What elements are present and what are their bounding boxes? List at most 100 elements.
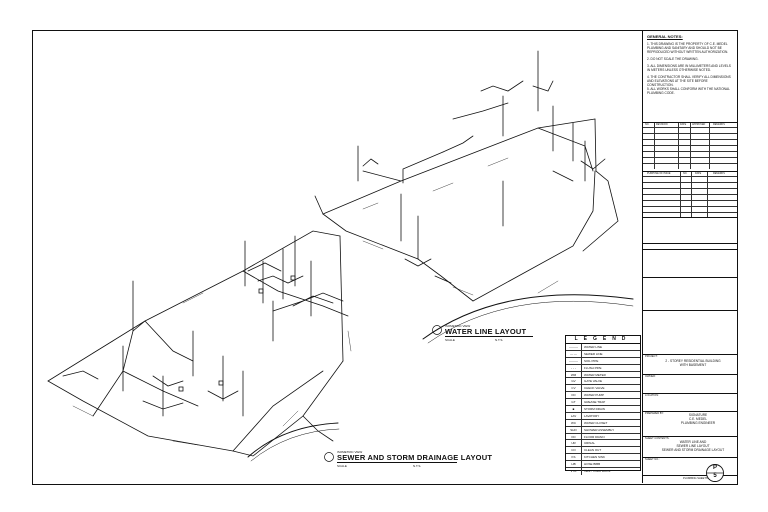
sheet-number: 5 <box>713 473 717 479</box>
legend-label: STORM DRAIN <box>584 407 605 412</box>
issuance-table: PURPOSE OF ISSUE NO. DATE REMARKS <box>643 172 737 217</box>
revision-table: NO. REVISION DATE APPROVED REMARKS <box>643 123 737 171</box>
sheet-contents-value-3: SEWER AND STORM DRAINAGE LAYOUT <box>661 448 725 452</box>
legend-label: WATER METER <box>584 372 606 377</box>
legend-label: WATER CLOSET <box>584 420 608 425</box>
general-notes-item: 5. ALL WORKS SHALL CONFORM WITH THE NATI… <box>647 87 731 95</box>
legend-symbol: FD <box>566 433 582 440</box>
legend-symbol: CV <box>566 385 582 392</box>
legend-symbol: ——— <box>566 344 582 350</box>
legend-symbol: FD <box>566 392 582 399</box>
prepared-by-title: PLUMBING ENGINEER <box>680 421 716 425</box>
water-layout-title: WATER LINE LAYOUT <box>445 327 527 336</box>
sheet-contents-value: WATER LINE AND <box>679 440 707 444</box>
general-notes-item: 4. THE CONTRACTOR SHALL VERIFY ALL DIMEN… <box>647 75 732 87</box>
sheet-number-bubble: P 5 <box>705 463 725 483</box>
sheet-contents-value-2: SEWER LINE LAYOUT <box>676 444 710 448</box>
legend-row: ■STORM DRAIN <box>566 406 640 413</box>
sewer-layout-title: SEWER AND STORM DRAINAGE LAYOUT <box>337 453 493 462</box>
legend-label: SHOWER ASSEMBLY <box>584 427 615 432</box>
issue-header-purpose: PURPOSE OF ISSUE <box>647 172 671 175</box>
legend-row: ———WATER LINE <box>566 344 640 351</box>
legend-label: LAVATORY <box>584 413 600 418</box>
legend-symbol: SHO <box>566 426 582 433</box>
legend-label: SEWER LINE <box>584 351 603 356</box>
general-notes-item: 2. DO NOT SCALE THE DRAWING. <box>647 57 699 61</box>
legend-label: CLEAN OUT <box>584 448 602 453</box>
footer-text: PLUMBING SHEETS <box>683 477 708 480</box>
legend-symbol: HB <box>566 461 582 468</box>
drawing-sheet: ISOMETRIC VIEW WATER LINE LAYOUT SCALE N… <box>32 30 738 485</box>
legend-symbol: ■ <box>566 406 582 412</box>
issue-header-no: NO. <box>683 172 688 175</box>
isometric-drawing <box>47 50 634 462</box>
sheet-no-label: SHEET NO.: <box>645 458 660 461</box>
legend-symbol: WM <box>566 371 582 378</box>
legend-rows: ———WATER LINE— —SEWER LINE———SOIL PIPE- … <box>566 344 640 475</box>
sewer-layout-bubble <box>324 452 334 462</box>
legend-symbol: ——— <box>566 357 582 364</box>
project-value: 2 - STOREY RESIDENTIAL BUILDING <box>665 359 721 363</box>
water-layout-view-label: ISOMETRIC VIEW <box>445 324 471 328</box>
legend-label: WATER LINE <box>584 345 603 349</box>
legend-symbol: WC <box>566 419 582 426</box>
legend-symbol: VTR <box>566 468 582 475</box>
legend-row: — —SEWER LINE <box>566 350 640 358</box>
legend-row: - - -FLUSH PIPE <box>566 364 640 372</box>
water-layout-bubble <box>432 325 442 335</box>
legend-title: LEGEND <box>566 336 640 344</box>
revision-header-approved: APPROVED <box>692 123 706 126</box>
legend-label: WATER PUMP <box>584 393 604 398</box>
revision-header-date: DATE <box>680 123 687 126</box>
legend-label: CHECK VALVE <box>584 386 605 391</box>
legend-label: SOIL PIPE <box>584 358 599 363</box>
legend-symbol: — — <box>566 350 582 357</box>
revision-header-no: NO. <box>645 123 650 126</box>
legend-symbol: LAV <box>566 412 582 419</box>
water-layout-scale-label: SCALE <box>445 338 455 342</box>
legend-label: URINAL <box>584 441 596 446</box>
general-notes-heading: GENERAL NOTES: <box>647 34 683 39</box>
title-block: GENERAL NOTES: 1. THIS DRAWING IS THE PR… <box>642 31 737 483</box>
water-layout-underline <box>445 336 533 337</box>
project-label: PROJECT: <box>645 355 658 358</box>
issue-header-remarks: REMARKS <box>713 172 725 175</box>
legend-row: ———SOIL PIPE <box>566 357 640 365</box>
general-notes-item: 3. ALL DIMENSIONS ARE IN MILLIMETERS AND… <box>647 64 732 72</box>
prepared-by-label: PREPARED BY: <box>645 412 664 415</box>
sheet-contents-label: SHEET CONTENTS: <box>645 437 670 440</box>
location-label: LOCATION: <box>645 394 659 397</box>
sewer-layout-view-label: ISOMETRIC VIEW <box>337 450 363 454</box>
water-layout-scale-value: N.T.S. <box>495 338 504 342</box>
project-value-2: WITH BASEMENT <box>679 363 707 367</box>
sewer-layout-underline <box>337 462 457 463</box>
legend-label: VENT THRU ROOF <box>584 469 611 474</box>
general-notes-item: 1. THIS DRAWING IS THE PROPERTY OF C.E. … <box>647 42 729 54</box>
legend-label: FLOOR DRAIN <box>584 434 605 439</box>
legend-label: GATE VALVE <box>584 379 603 384</box>
legend-box: LEGEND ———WATER LINE— —SEWER LINE———SOIL… <box>565 335 641 475</box>
revision-header-revision: REVISION <box>656 123 668 126</box>
prepared-by-signature: SIGNATURE <box>688 413 708 417</box>
sewer-layout-scale-label: SCALE <box>337 464 347 468</box>
legend-symbol: CO <box>566 447 582 454</box>
issue-header-date: DATE <box>695 172 702 175</box>
legend-label: HOSE BIBB <box>584 462 601 467</box>
legend-symbol: UR <box>566 440 582 447</box>
revision-header-remarks: REMARKS <box>713 123 725 126</box>
owner-label: OWNER: <box>645 375 656 378</box>
legend-symbol: KS <box>566 454 582 461</box>
legend-label: GREASE TRAP <box>584 400 606 405</box>
water-line-isometric <box>314 50 619 302</box>
